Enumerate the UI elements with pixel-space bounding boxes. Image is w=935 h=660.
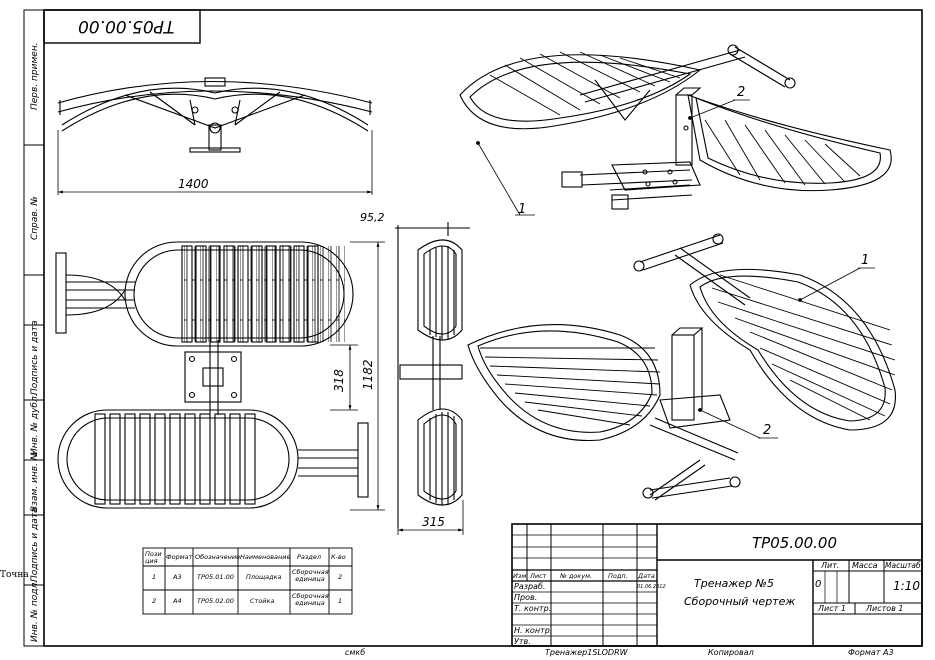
isometric-view-lower [467,233,896,501]
title-block-scale-label: Масштаб [885,561,921,570]
dimension-text-height: 1182 [361,359,375,390]
table-row1-section: Сборочная единица [292,568,329,583]
title-block-col-izm: Изм [513,572,527,580]
title-block-lit-label: Лит. [821,561,840,570]
dimension-text-gap: 318 [332,369,346,392]
dimension-text-depth: 315 [422,515,445,529]
table-row1-format: А3 [173,573,182,581]
title-block-mass-label: Масса [852,561,878,570]
title-block-col-list: Лист [530,572,547,580]
title-block-sheets: Листов 1 [866,604,904,613]
table-header-section: Раздел [297,553,322,561]
title-block-lit-value: 0 [815,579,822,590]
top-view [57,77,373,153]
table-row1-qty: 2 [338,573,343,581]
title-block-grid [511,523,923,647]
margin-note: Точна [0,570,29,580]
title-block-col-doc: № докум. [560,572,593,580]
dimension-text-width: 1400 [178,177,209,191]
table-row1-name: Площадка [246,573,282,581]
callout-1-upper: 1 [518,202,527,217]
side-label-inv-dubl: Инв. № дубл. [30,393,40,455]
side-label-vzam-inv: Взам. инв. № [30,450,40,512]
dimension-depth [397,500,464,535]
title-block-role-prov: Пров. [514,593,538,602]
title-block-name-1: Тренажер №5 [694,577,774,590]
side-label-perv-primen: Перв. примен. [30,42,40,110]
callout-2-upper: 2 [737,85,746,100]
table-row1-pos: 1 [152,573,157,581]
side-label-inv-podl: Инв. № подл. [30,579,40,642]
parts-table-grid [142,547,353,615]
side-label-podpis-2: Подпись и дата [30,507,40,582]
callout-1-lower: 1 [861,253,870,268]
front-view [55,241,369,509]
footer-format: Формат А3 [848,648,894,657]
table-row2-name: Стойка [250,597,275,605]
title-block-role-utv: Утв. [514,637,531,646]
mirrored-drawing-code: ТР05.00.00 [78,16,175,36]
table-row1-designation: ТР05.01.00 [197,573,234,581]
title-block-date-value: 01.06.2012 [637,584,666,590]
side-label-sprav: Справ. № [30,196,40,240]
footer-smkb: смкб [345,648,366,657]
isometric-view-upper [459,44,892,210]
table-row2-section: Сборочная единица [292,592,329,607]
table-header-pos: Пози ция [145,550,162,565]
dimension-vertical [330,241,385,511]
title-block-col-date: Дата [638,572,655,580]
dimension-width-top [57,130,373,195]
title-block-code: ТР05.00.00 [752,534,838,552]
title-block-col-sign: Подп. [608,572,628,580]
footer-kopiroval: Копировал [708,648,754,657]
title-block-name-2: Сборочный чертеж [684,595,796,608]
table-row2-format: А4 [173,597,182,605]
callout-leaders [476,99,875,439]
dimension-text-offset: 95,2 [360,211,385,224]
sheet-frame [23,9,923,647]
title-block-role-razrab: Разраб. [514,582,546,591]
table-row2-pos: 2 [152,597,157,605]
table-header-name: Наименование [240,553,291,561]
title-block-scale-value: 1:10 [893,579,920,593]
table-row2-designation: ТР05.02.00 [197,597,234,605]
table-header-format: Формат [166,553,193,561]
table-row2-qty: 1 [338,597,343,605]
footer-filename: Тренажер1SLODRW [545,648,628,657]
side-view [395,222,470,528]
callout-2-lower: 2 [763,423,772,438]
title-block-sheet: Лист 1 [818,604,846,613]
table-header-qty: К-во [331,553,346,561]
title-block-role-nkontr: Н. контр. [514,626,553,635]
side-label-podpis-1: Подпись и дата [30,320,40,395]
table-header-designation: Обозначение [195,553,241,561]
title-block-role-tkontr: Т. контр. [514,604,552,613]
